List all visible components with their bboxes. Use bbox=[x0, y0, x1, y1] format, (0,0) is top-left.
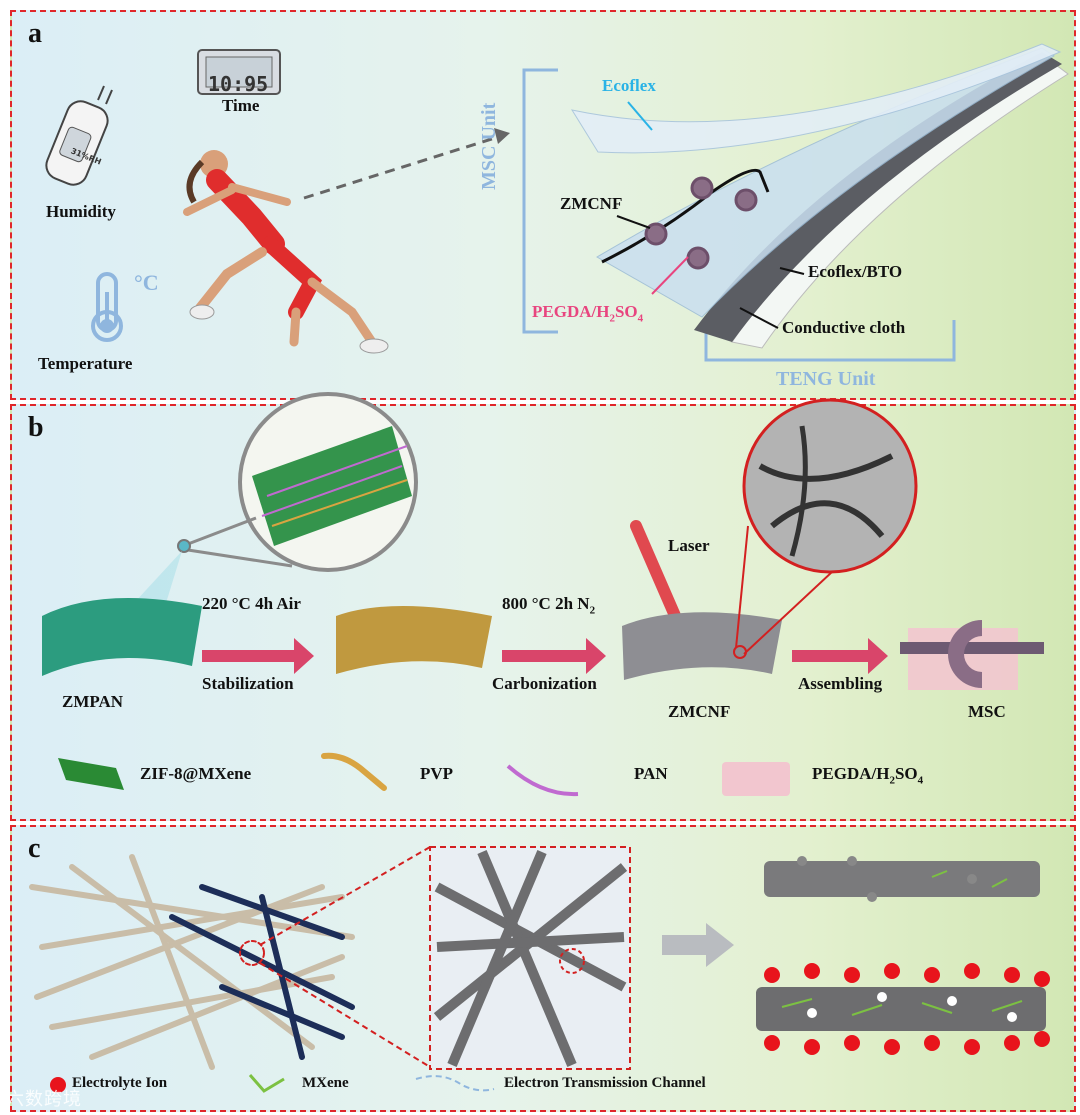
watermark-logo: 六数跨境 bbox=[6, 1089, 82, 1110]
pegda-swatch bbox=[722, 762, 790, 796]
msc-label: MSC bbox=[968, 702, 1006, 721]
legend-mxene: MXene bbox=[302, 1075, 349, 1091]
tem-zoom-circle bbox=[735, 398, 918, 655]
zmcnf-mat bbox=[622, 612, 782, 680]
fiber-with-ions bbox=[756, 963, 1050, 1055]
panel-b: b bbox=[10, 392, 1076, 821]
ecoflex-bto-label: Ecoflex/BTO bbox=[808, 262, 903, 281]
legend-electron-channel: Electron Transmission Channel bbox=[504, 1075, 706, 1091]
temperature-unit: °C bbox=[134, 270, 159, 295]
pvp-swatch bbox=[321, 752, 387, 791]
arrow-stabilization bbox=[202, 638, 314, 674]
humidity-label: Humidity bbox=[46, 202, 116, 221]
laser-label: Laser bbox=[668, 536, 710, 555]
ion-swatch bbox=[50, 1077, 66, 1093]
mxene-swatch bbox=[248, 1074, 285, 1093]
legend-electrolyte-ion: Electrolyte Ion bbox=[72, 1075, 168, 1091]
channel-swatch bbox=[415, 1075, 495, 1092]
zmpan-mat bbox=[42, 598, 202, 676]
zmcnf-label: ZMCNF bbox=[560, 194, 623, 213]
step3-name: Assembling bbox=[798, 674, 883, 693]
cloth-callout bbox=[739, 307, 779, 329]
step2-conditions: 800 °C 2h N2 bbox=[502, 594, 596, 617]
legend-zif-mxene: ZIF-8@MXene bbox=[140, 764, 252, 783]
step1-name: Stabilization bbox=[202, 674, 294, 693]
zmpan-label: ZMPAN bbox=[62, 692, 124, 711]
zoom-line-top bbox=[259, 846, 431, 946]
composite-zoom-circle bbox=[177, 392, 418, 572]
msc-device bbox=[900, 620, 1044, 690]
msc-unit-label: MSC Unit bbox=[478, 102, 500, 190]
arrow-carbonization bbox=[502, 638, 606, 674]
zoom-line-bottom bbox=[259, 962, 431, 1068]
teng-unit-bracket bbox=[704, 320, 956, 362]
fiber-zoom-box bbox=[429, 846, 631, 1070]
legend-pegda: PEGDA/H2SO4 bbox=[812, 764, 924, 787]
single-fiber-model bbox=[764, 856, 1040, 902]
zif-mxene-swatch bbox=[58, 758, 124, 790]
laser-beam bbox=[630, 520, 682, 624]
panel-a-graphics bbox=[45, 43, 1069, 362]
time-label: Time bbox=[222, 96, 260, 115]
ecoflex-callout bbox=[627, 101, 653, 131]
arrow-assembling bbox=[792, 638, 888, 674]
panel-b-graphics bbox=[42, 392, 1044, 797]
bto-callout bbox=[779, 267, 805, 275]
fiber-network bbox=[29, 854, 355, 1070]
runner-illustration bbox=[183, 150, 389, 354]
thermometer-icon bbox=[91, 272, 123, 342]
zmcnf-label: ZMCNF bbox=[668, 702, 731, 721]
pointer-arrow bbox=[303, 128, 510, 200]
step1-conditions: 220 °C 4h Air bbox=[202, 594, 301, 613]
panel-c-graphics bbox=[29, 846, 1050, 1093]
panel-b-label: b bbox=[28, 412, 44, 443]
legend-pan: PAN bbox=[634, 764, 668, 783]
teng-unit-label: TENG Unit bbox=[776, 368, 876, 390]
time-readout: 10:95 bbox=[208, 72, 269, 96]
stabilized-mat bbox=[336, 606, 492, 674]
panel-c: c bbox=[10, 825, 1076, 1112]
pan-swatch bbox=[506, 764, 579, 797]
panel-a-label: a bbox=[28, 18, 42, 49]
panel-c-label: c bbox=[28, 833, 41, 864]
legend-pvp: PVP bbox=[420, 764, 454, 783]
panel-a: a bbox=[10, 10, 1076, 400]
temperature-label: Temperature bbox=[38, 354, 133, 373]
pegda-callout bbox=[651, 256, 689, 295]
msc-unit-bracket bbox=[522, 68, 558, 334]
step2-name: Carbonization bbox=[492, 674, 597, 693]
ecoflex-label: Ecoflex bbox=[602, 76, 656, 95]
conductive-cloth-label: Conductive cloth bbox=[782, 318, 906, 337]
pegda-label: PEGDA/H2SO4 bbox=[532, 302, 644, 325]
zmcnf-callout bbox=[616, 215, 651, 229]
hygrometer-icon bbox=[45, 85, 113, 186]
msc-electrodes bbox=[601, 168, 770, 270]
clock-icon bbox=[197, 49, 281, 95]
result-arrow bbox=[662, 923, 734, 967]
